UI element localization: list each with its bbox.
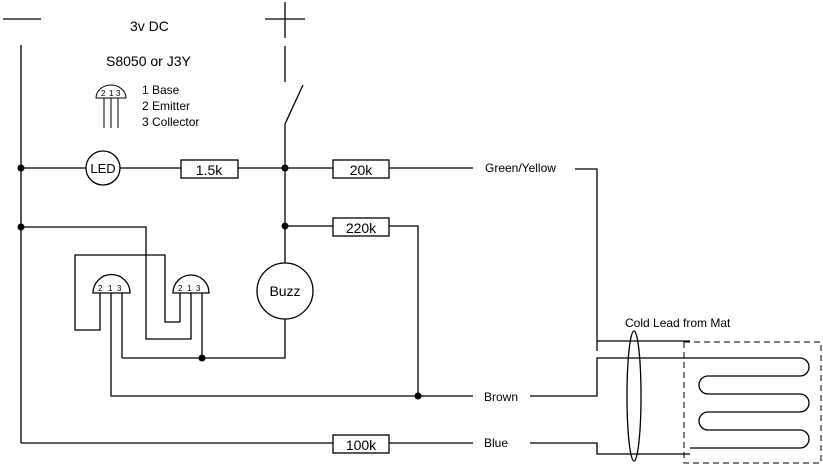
pin-legend-emitter: 2 Emitter [142, 99, 190, 113]
resistor-100k: 100k [332, 434, 390, 454]
power-switch [284, 84, 304, 168]
wire-blue-label: Blue [484, 436, 508, 450]
led-label: LED [90, 161, 115, 176]
q2-pin-1: 1 [187, 284, 192, 293]
heat-mat-element [690, 357, 810, 449]
pin-legend-collector: 3 Collector [142, 115, 199, 129]
pin-legend-base: 1 Base [142, 83, 180, 97]
q2-pin-2: 2 [178, 284, 183, 293]
junction-dot [414, 392, 422, 400]
led-component: LED [85, 150, 121, 186]
q1-pin-2: 2 [98, 284, 103, 293]
buzzer-label: Buzz [269, 283, 300, 299]
resistor-20k-label: 20k [350, 162, 374, 178]
q1-pin-3: 3 [117, 284, 122, 293]
junction-dot [281, 164, 289, 172]
transistor-q1: 2 1 3 [92, 273, 131, 294]
positive-terminal [265, 2, 305, 82]
junction-dot [281, 222, 289, 230]
junction-dot [17, 164, 25, 172]
supply-voltage-label: 3v DC [130, 18, 169, 34]
legend-pin-1: 1 [109, 89, 114, 98]
transistor-q2: 2 1 3 [172, 274, 210, 294]
resistor-100k-label: 100k [346, 437, 377, 453]
wire-green-yellow-label: Green/Yellow [485, 161, 556, 175]
resistor-220k: 220k [332, 217, 390, 237]
resistor-1-5k: 1.5k [180, 159, 239, 179]
transistor-part-label: S8050 or J3Y [106, 53, 191, 69]
cold-lead-label: Cold Lead from Mat [625, 316, 731, 330]
transistor-legend-icon: 2 1 3 [95, 84, 127, 128]
cold-lead-cable-bundle [626, 330, 642, 462]
legend-pin-2: 2 [101, 89, 106, 98]
negative-terminal [3, 18, 41, 443]
resistor-1-5k-label: 1.5k [196, 162, 223, 178]
junction-dot [17, 223, 25, 231]
resistor-20k: 20k [332, 159, 390, 179]
q2-pin-3: 3 [196, 284, 201, 293]
resistor-220k-label: 220k [346, 220, 377, 236]
buzzer-component: Buzz [256, 262, 314, 320]
wire-brown-label: Brown [484, 390, 518, 404]
junction-dot [198, 354, 206, 362]
q1-pin-1: 1 [108, 284, 113, 293]
legend-pin-3: 3 [116, 89, 121, 98]
heat-mat-outline [683, 341, 822, 464]
